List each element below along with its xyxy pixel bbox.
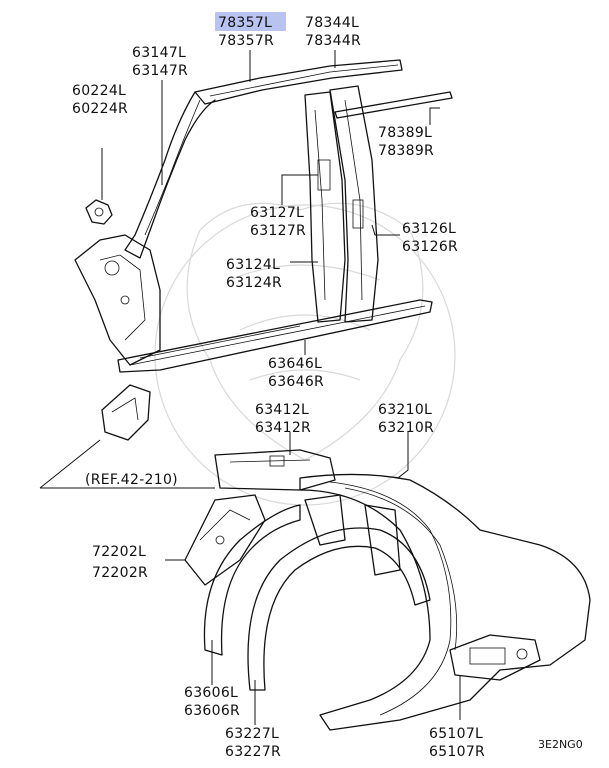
callout-63210-r: 63210R xyxy=(378,420,434,436)
callout-63210-l: 63210L xyxy=(378,402,432,418)
callout-60224-l: 60224L xyxy=(72,83,126,99)
callout-63606-r: 63606R xyxy=(184,703,240,719)
callout-63124-r: 63124R xyxy=(226,275,282,291)
callout-63646-r: 63646R xyxy=(268,374,324,390)
callout-63127-l: 63127L xyxy=(250,205,304,221)
callout-63147-r: 63147R xyxy=(132,63,188,79)
callout-63412-l: 63412L xyxy=(255,402,309,418)
callout-72202-r: 72202R xyxy=(92,565,148,581)
callout-63227-l: 63227L xyxy=(225,726,279,742)
callout-labels: 78357L 78357R 78344L 78344R 63147L 63147… xyxy=(72,15,583,760)
callout-63227-r: 63227R xyxy=(225,744,281,760)
callout-72202-l: 72202L xyxy=(92,544,146,560)
callout-78357-r: 78357R xyxy=(218,33,274,49)
callout-78357-l: 78357L xyxy=(218,15,272,31)
callout-63126-r: 63126R xyxy=(402,239,458,255)
callout-65107-l: 65107L xyxy=(429,726,483,742)
rear-quarter-structure xyxy=(184,449,591,731)
callout-63126-l: 63126L xyxy=(402,221,456,237)
callout-63646-l: 63646L xyxy=(268,356,322,372)
callout-63412-r: 63412R xyxy=(255,420,311,436)
callout-63127-r: 63127R xyxy=(250,223,306,239)
callout-60224-r: 60224R xyxy=(72,101,128,117)
callout-65107-r: 65107R xyxy=(429,744,485,760)
callout-78344-r: 78344R xyxy=(305,33,361,49)
callout-78389-l: 78389L xyxy=(378,125,432,141)
callout-63606-l: 63606L xyxy=(184,685,238,701)
upper-body-side-structure xyxy=(74,59,453,373)
leader-lines xyxy=(39,50,461,725)
callout-highlight xyxy=(215,12,286,31)
figure-code: 3E2NG0 xyxy=(538,738,583,751)
callout-63147-l: 63147L xyxy=(132,45,186,61)
ref-bracket-part xyxy=(101,384,151,441)
callout-78389-r: 78389R xyxy=(378,143,434,159)
callout-ref-42-210: (REF.42-210) xyxy=(85,472,178,488)
callout-63124-l: 63124L xyxy=(226,257,280,273)
callout-78344-l: 78344L xyxy=(305,15,359,31)
